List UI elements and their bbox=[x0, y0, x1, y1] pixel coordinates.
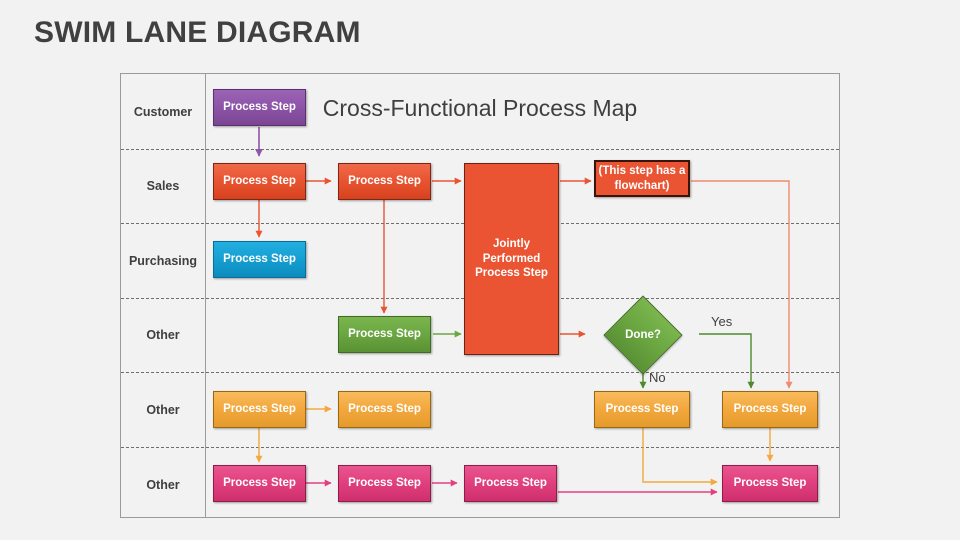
node-other-pink-process-step-4[interactable]: Process Step bbox=[722, 465, 818, 502]
lane-label-other-1: Other bbox=[146, 328, 180, 342]
node-jointly-performed-label: Jointly Performed Process Step bbox=[475, 238, 548, 280]
node-other-pink-process-step-1[interactable]: Process Step bbox=[213, 465, 306, 502]
node-other-green-process-step[interactable]: Process Step bbox=[338, 316, 431, 353]
node-other-orange-process-step-4[interactable]: Process Step bbox=[722, 391, 818, 428]
node-other-orange-process-step-3[interactable]: Process Step bbox=[594, 391, 690, 428]
node-other-pink-process-step-2[interactable]: Process Step bbox=[338, 465, 431, 502]
edge-label-no: No bbox=[649, 370, 666, 385]
node-jointly-performed-process-step[interactable]: Jointly Performed Process Step bbox=[464, 163, 559, 355]
lane-label-sales: Sales bbox=[146, 179, 180, 193]
lane-label-customer: Customer bbox=[133, 105, 193, 119]
node-other-orange-process-step-1[interactable]: Process Step bbox=[213, 391, 306, 428]
lane-label-column-divider bbox=[205, 74, 206, 517]
lane-label-other-2: Other bbox=[146, 403, 180, 417]
lane-label-other-3: Other bbox=[146, 478, 180, 492]
node-other-orange-process-step-2[interactable]: Process Step bbox=[338, 391, 431, 428]
node-sales-process-step-2[interactable]: Process Step bbox=[338, 163, 431, 200]
process-map-title: Cross-Functional Process Map bbox=[322, 95, 638, 121]
lane-label-purchasing: Purchasing bbox=[128, 254, 198, 268]
node-flowchart-process-step[interactable]: (This step has a flowchart) bbox=[594, 160, 690, 197]
decision-label: Done? bbox=[625, 328, 661, 341]
page-title: SWIM LANE DIAGRAM bbox=[34, 16, 361, 49]
lane-divider-5 bbox=[121, 447, 839, 448]
node-purchasing-process-step[interactable]: Process Step bbox=[213, 241, 306, 278]
edge-label-yes: Yes bbox=[711, 314, 733, 329]
node-decision-done[interactable]: Done? bbox=[588, 295, 698, 375]
node-other-pink-process-step-3[interactable]: Process Step bbox=[464, 465, 557, 502]
node-sales-process-step-1[interactable]: Process Step bbox=[213, 163, 306, 200]
node-customer-process-step[interactable]: Process Step bbox=[213, 89, 306, 126]
lane-divider-4 bbox=[121, 372, 839, 373]
lane-divider-1 bbox=[121, 149, 839, 150]
